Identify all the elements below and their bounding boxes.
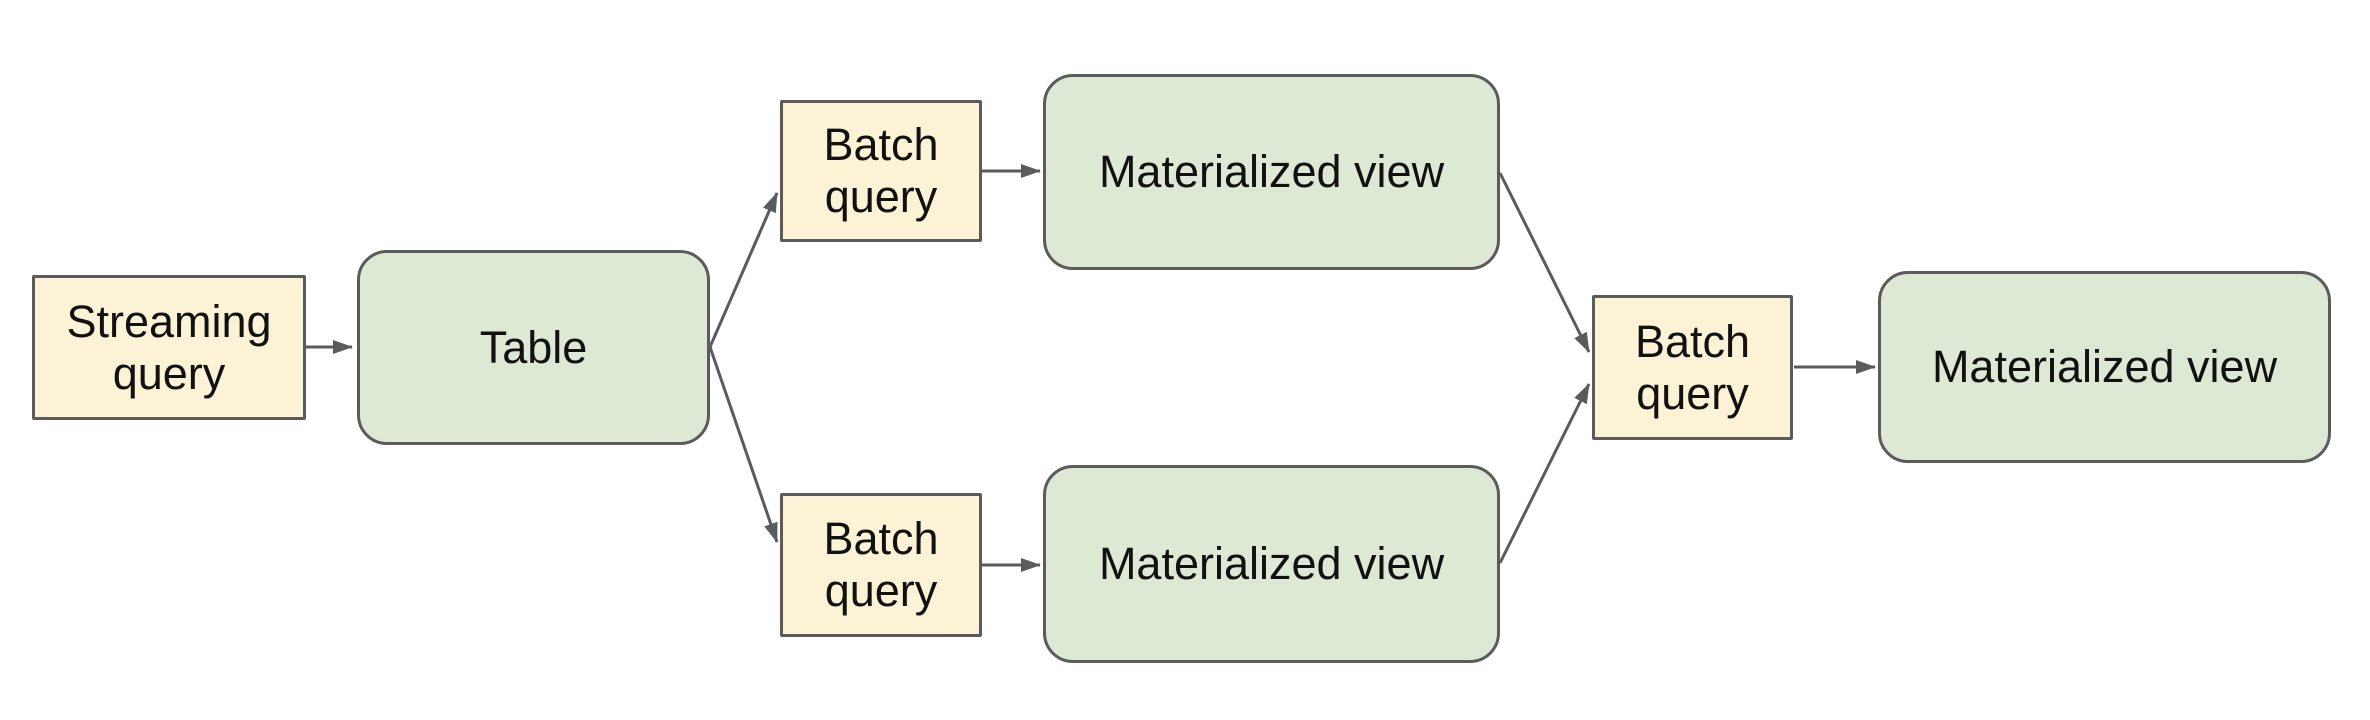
node-label: Materialized view bbox=[1098, 146, 1445, 198]
node-label: Materialized view bbox=[1098, 538, 1445, 590]
node-batch-query-bottom: Batch query bbox=[780, 493, 982, 637]
arrow-table-to-batch-query-bottom bbox=[708, 346, 779, 543]
node-table: Table bbox=[357, 250, 710, 445]
node-label: Batch query bbox=[1634, 315, 1751, 419]
node-batch-query-final: Batch query bbox=[1592, 295, 1793, 440]
node-materialized-view-top: Materialized view bbox=[1043, 74, 1500, 270]
node-label: Table bbox=[479, 321, 588, 373]
node-label: Streaming query bbox=[66, 295, 272, 399]
arrow-materialized-view-top-to-batch-query-final bbox=[1498, 172, 1591, 353]
node-label: Batch query bbox=[823, 513, 939, 616]
arrow-materialized-view-bottom-to-batch-query-final bbox=[1498, 383, 1591, 564]
node-streaming-query: Streaming query bbox=[32, 275, 306, 420]
node-label: Batch query bbox=[823, 119, 939, 222]
node-materialized-view-bottom: Materialized view bbox=[1043, 465, 1500, 663]
node-batch-query-top: Batch query bbox=[780, 100, 982, 242]
arrow-table-to-batch-query-top bbox=[708, 192, 779, 348]
node-materialized-view-final: Materialized view bbox=[1878, 271, 2331, 463]
node-label: Materialized view bbox=[1931, 341, 2278, 393]
